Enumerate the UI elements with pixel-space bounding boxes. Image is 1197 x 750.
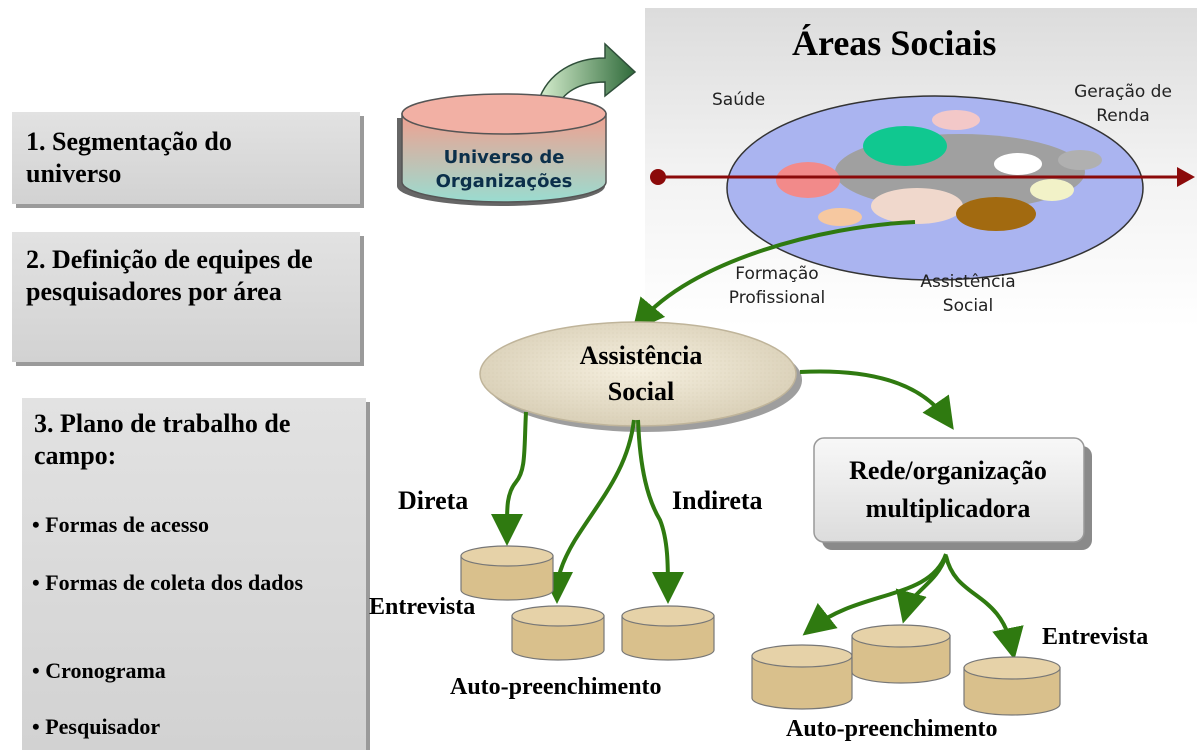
area-label-assistencia: Assistência Social: [920, 272, 1016, 316]
bubble-gray: [1058, 150, 1102, 170]
bullet-text: Formas de coleta dos dados: [45, 570, 304, 595]
assistencia-node-label: Assistência Social: [579, 341, 703, 406]
label-auto-left: Auto-preenchimento: [450, 674, 662, 700]
disk-rede-right: [963, 656, 1061, 716]
bubble-peach: [871, 188, 963, 224]
arrow-to-rede: [799, 369, 954, 430]
area-label-saude: Saúde: [712, 90, 766, 110]
arrow-direta: [490, 411, 528, 546]
arrow-rede-left: [802, 553, 948, 636]
arrow-auto-left: [541, 419, 636, 604]
bubble-white: [994, 153, 1042, 175]
disk-indireta: [621, 605, 715, 661]
label-auto-right: Auto-preenchimento: [786, 716, 998, 742]
bullet-formas-acesso: • Formas de acesso: [32, 512, 209, 537]
arrow-to-assistencia: [632, 220, 916, 332]
bubble-cream: [1030, 179, 1074, 201]
rede-node-label: Rede/organização multiplicadora: [849, 456, 1047, 523]
bubble-green: [863, 126, 947, 166]
areas-title: Áreas Sociais: [792, 23, 997, 63]
rede-box: [813, 437, 1085, 543]
bubble-red: [776, 162, 840, 198]
step-2-box: 2. Definição de equipes de pesquisadores…: [12, 232, 360, 362]
assistencia-node: [479, 321, 802, 432]
bubble-brown: [956, 197, 1036, 231]
disk-rede-middle: [851, 624, 951, 684]
label-entrevista-right: Entrevista: [1042, 624, 1149, 650]
label-direta: Direta: [398, 486, 469, 515]
bullet-text: Pesquisador: [45, 714, 161, 739]
universe-cylinder: [397, 93, 607, 206]
step-3-title: 3. Plano de trabalho de campo:: [34, 409, 291, 470]
bullet-formas-coleta: • Formas de coleta dos dados: [32, 570, 304, 595]
arrow-indireta: [636, 419, 684, 604]
disk-rede-left: [751, 644, 853, 710]
step-3-box: 3. Plano de trabalho de campo: • Formas …: [22, 398, 366, 750]
label-entrevista-left: Entrevista: [369, 594, 476, 620]
universe-curved-arrow: [537, 42, 637, 112]
areas-axis-origin: [650, 169, 666, 185]
area-label-formacao: Formação Profissional: [728, 264, 826, 308]
arrow-rede-right: [944, 555, 1024, 660]
bullet-cronograma: • Cronograma: [32, 658, 166, 683]
step-1-box: 1. Segmentação do universo: [12, 112, 360, 204]
step-2-title: 2. Definição de equipes de pesquisadores…: [26, 245, 313, 306]
step-1-title: 1. Segmentação do universo: [26, 127, 232, 188]
bullet-text: Formas de acesso: [45, 512, 209, 537]
area-label-geracao: Geração de Renda: [1074, 82, 1172, 126]
areas-axis-arrowhead: [1177, 167, 1195, 187]
disk-direta: [460, 545, 554, 601]
bubble-pink-small: [932, 110, 980, 130]
universe-label: Universo de Organizações: [435, 147, 573, 192]
bullet-pesquisador: • Pesquisador: [32, 714, 161, 739]
bubble-orange: [818, 208, 862, 226]
disk-auto-left: [511, 605, 605, 661]
bullet-text: Cronograma: [45, 658, 166, 683]
arrow-rede-middle: [895, 555, 948, 624]
label-indireta: Indireta: [672, 486, 763, 515]
